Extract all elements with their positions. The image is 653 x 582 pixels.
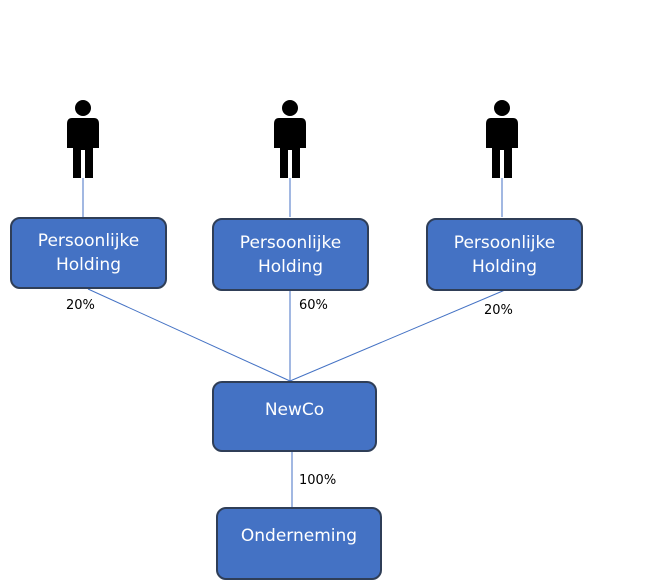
holding-box-1: Persoonlijke Holding xyxy=(10,217,167,289)
holding-2-percentage: 60% xyxy=(299,298,328,313)
holding-3-percentage: 20% xyxy=(484,303,513,318)
person-icon xyxy=(486,100,518,178)
holding-box-3-label: Persoonlijke Holding xyxy=(453,232,556,277)
holding-box-3: Persoonlijke Holding xyxy=(426,218,583,291)
newco-label: NewCo xyxy=(264,400,325,420)
holding-1-percentage: 20% xyxy=(66,298,95,313)
holding-box-2-label: Persoonlijke Holding xyxy=(239,232,342,277)
newco-percentage: 100% xyxy=(299,473,337,488)
company-box: Onderneming xyxy=(216,507,382,580)
person-icon xyxy=(274,100,306,178)
holding-1-to-newco-line xyxy=(87,288,291,382)
company-label: Onderneming xyxy=(240,526,358,546)
holding-box-1-label: Persoonlijke Holding xyxy=(37,231,140,275)
holding-box-2: Persoonlijke Holding xyxy=(212,218,369,291)
holding-3-to-newco-line xyxy=(289,289,506,382)
person-icon xyxy=(67,100,99,178)
newco-box: NewCo xyxy=(212,381,377,452)
